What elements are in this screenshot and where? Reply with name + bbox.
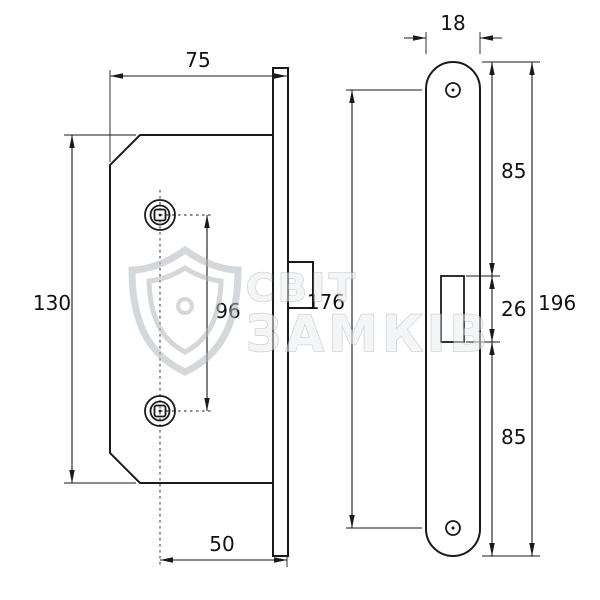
dimension-75: 75 <box>109 48 287 162</box>
dimension-130: 130 <box>33 134 136 484</box>
watermark-shield-logo <box>128 245 242 376</box>
dim-label-18: 18 <box>440 11 465 35</box>
latch-bolt <box>287 261 314 309</box>
watermark-line1: СВІТ <box>246 266 359 310</box>
dim-label-26: 26 <box>501 297 526 321</box>
dim-label-85-bottom: 85 <box>501 425 526 449</box>
screw-hole-top <box>445 82 461 98</box>
dimension-196: 196 <box>529 62 576 556</box>
faceplate-outline <box>425 61 481 557</box>
dimension-chain-85-26-85: 85 26 85 <box>466 61 540 557</box>
dimension-18: 18 <box>404 11 502 54</box>
dimension-176: 176 <box>307 89 422 529</box>
screw-hole-bottom <box>445 520 461 536</box>
faceplate-front-view <box>425 61 481 557</box>
dim-label-130: 130 <box>33 291 71 315</box>
watermark-line2: ЗАМКІВ <box>246 305 492 363</box>
watermark: СВІТ ЗАМКІВ <box>128 245 492 376</box>
dim-label-85-top: 85 <box>501 159 526 183</box>
dim-label-196: 196 <box>538 291 576 315</box>
dimension-50: 50 <box>160 532 288 567</box>
dim-label-75: 75 <box>185 48 210 72</box>
dim-label-50: 50 <box>209 532 234 556</box>
dim-label-176: 176 <box>307 290 345 314</box>
latch-opening <box>440 275 465 343</box>
